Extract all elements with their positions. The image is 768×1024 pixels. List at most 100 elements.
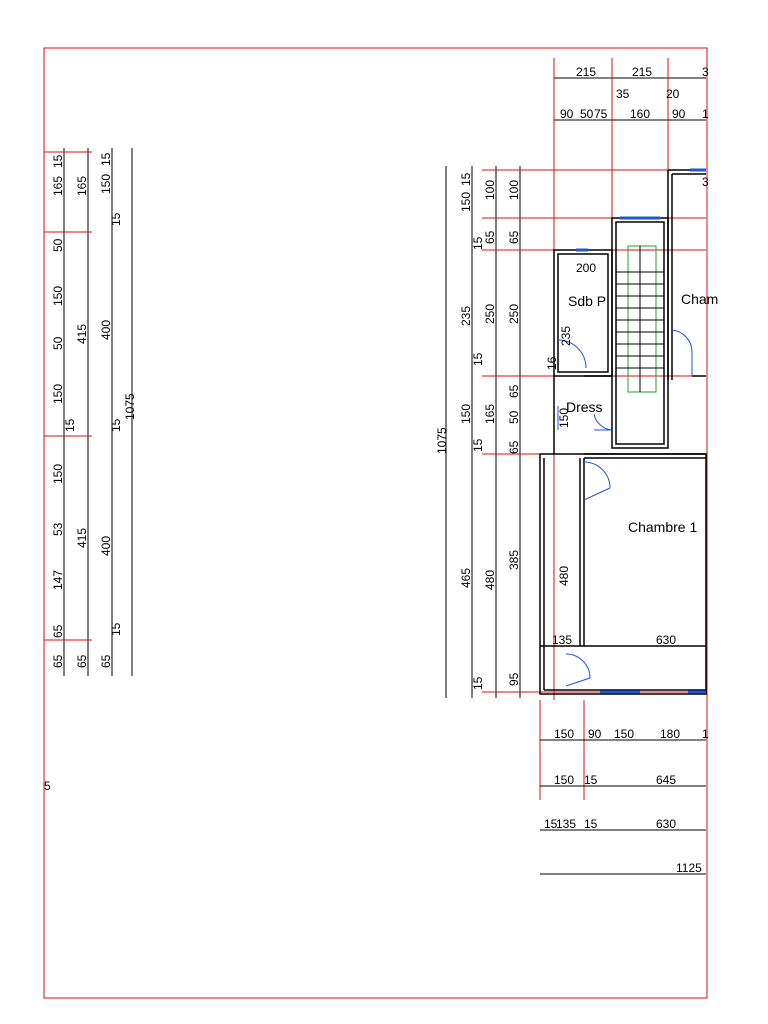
dim-label: 15 [471, 236, 485, 250]
dim-label: 400 [99, 536, 113, 556]
dim-label: 50 [51, 336, 65, 350]
dim-label: 65 [507, 384, 521, 398]
dim-label: 215 [576, 65, 596, 79]
dim-label: 95 [507, 672, 521, 686]
dim-label: 150 [99, 174, 113, 194]
dim-label: 480 [557, 566, 571, 586]
dim-label: 65 [75, 654, 89, 668]
dim-label: 165 [51, 176, 65, 196]
dim-label: 90 [560, 107, 574, 121]
dim-label: 150 [459, 192, 473, 212]
bottom-total-label: 1125 [676, 861, 702, 875]
dim-label: 235 [459, 306, 473, 326]
dim-label: 65 [507, 440, 521, 454]
dim-label: 100 [507, 180, 521, 200]
dim-label: 35 [616, 87, 630, 101]
room-label-chambre-top: Cham [681, 291, 718, 307]
dim-label: 165 [75, 176, 89, 196]
dim-label: 50 [507, 410, 521, 424]
left-chain-3-labels: 150 15 15 400 15 400 15 65 [99, 152, 123, 668]
dim-label: 150 [554, 773, 574, 787]
dim-label: 630 [656, 633, 676, 647]
dim-label: 15 [459, 172, 473, 186]
dim-label: 90 [588, 727, 602, 741]
dim-label: 15 [471, 352, 485, 366]
mid-chain-3-labels: 100 65 250 65 50 65 385 95 [507, 180, 521, 686]
dim-label: 400 [99, 320, 113, 340]
dim-label: 15 [109, 418, 123, 432]
dim-label: 465 [459, 568, 473, 588]
dim-label: 150 [51, 384, 65, 404]
bottom-row-2-labels: 150 15 645 [554, 773, 676, 787]
room-label-dress: Dress [566, 399, 603, 415]
left-chain-1-labels: 165 15 50 150 50 150 15 150 53 147 65 65 [51, 154, 77, 668]
dim-label: 415 [75, 324, 89, 344]
dim-label: 100 [483, 180, 497, 200]
top-row-2-labels: 90 50 75 35 160 20 90 1 [560, 87, 709, 121]
dim-label: 15 [584, 773, 598, 787]
top-red-guides [539, 58, 669, 800]
dim-label: 235 [559, 326, 573, 346]
dim-label: 630 [656, 817, 676, 831]
dim-label: 90 [672, 107, 686, 121]
staircase [616, 245, 664, 393]
dim-label: 15 [109, 212, 123, 226]
dim-label: 150 [459, 404, 473, 424]
dim-label: 150 [554, 727, 574, 741]
dim-label: 135 [556, 817, 576, 831]
dim-label: 250 [507, 304, 521, 324]
dim-label: 165 [483, 404, 497, 424]
dim-label: 65 [507, 230, 521, 244]
dim-label: 15 [471, 438, 485, 452]
dim-label: 480 [483, 570, 497, 590]
dim-label: 65 [99, 654, 113, 668]
left-dimension-chains [63, 148, 133, 676]
windows [576, 168, 706, 694]
dim-label: 3 [702, 175, 709, 189]
dim-label: 147 [51, 570, 65, 590]
dim-label: 16 [545, 356, 559, 370]
room-label-chambre-1: Chambre 1 [628, 519, 697, 535]
bottom-row-3-labels: 15 135 15 630 [544, 817, 676, 831]
dim-label: 150 [614, 727, 634, 741]
top-dimension-lines [554, 77, 706, 121]
dim-label: 15 [51, 154, 65, 168]
dim-label: 415 [75, 528, 89, 548]
dim-label: 15 [544, 817, 558, 831]
dim-label: 65 [51, 654, 65, 668]
dim-label: 53 [51, 522, 65, 536]
mid-chain-2-labels: 100 65 250 165 480 [483, 180, 497, 590]
top-row-1-labels: 215 215 3 [576, 65, 709, 79]
inner-dimension-labels: 200 3 235 16 150 480 135 630 [545, 175, 709, 647]
room-labels: Sdb P Cham Dress Chambre 1 [566, 291, 718, 535]
bottom-row-1-labels: 150 90 150 180 1 [554, 727, 709, 741]
dim-label: 20 [666, 87, 680, 101]
mid-total-label: 1075 [435, 427, 449, 454]
plan-walls [539, 169, 707, 695]
dim-label: 150 [557, 408, 571, 428]
dim-label: 50 [51, 238, 65, 252]
mid-dimension-chains [445, 166, 521, 698]
dim-label: 50 [580, 107, 594, 121]
mid-chain-1-labels: 150 15 15 235 15 150 15 465 15 [459, 172, 485, 690]
bottom-dimension-lines [540, 739, 706, 875]
dim-label: 250 [483, 304, 497, 324]
left-red-guides [44, 151, 92, 641]
dim-label: 150 [51, 286, 65, 306]
dim-label: 1 [702, 107, 709, 121]
dim-label: 160 [630, 107, 650, 121]
dim-label: 65 [483, 230, 497, 244]
left-chain-2-labels: 165 415 15 415 65 [75, 176, 89, 668]
left-total-label: 1075 [123, 393, 137, 420]
dim-label: 15 [99, 152, 113, 166]
dim-label: 15 [471, 676, 485, 690]
dim-label: 75 [594, 107, 608, 121]
dim-label: 15 [584, 817, 598, 831]
room-label-sdb: Sdb P [568, 293, 606, 309]
stray-mark: 5 [44, 779, 51, 793]
dim-label: 1 [702, 727, 709, 741]
dim-label: 15 [109, 622, 123, 636]
sheet-border [43, 47, 708, 999]
dim-label: 65 [51, 624, 65, 638]
